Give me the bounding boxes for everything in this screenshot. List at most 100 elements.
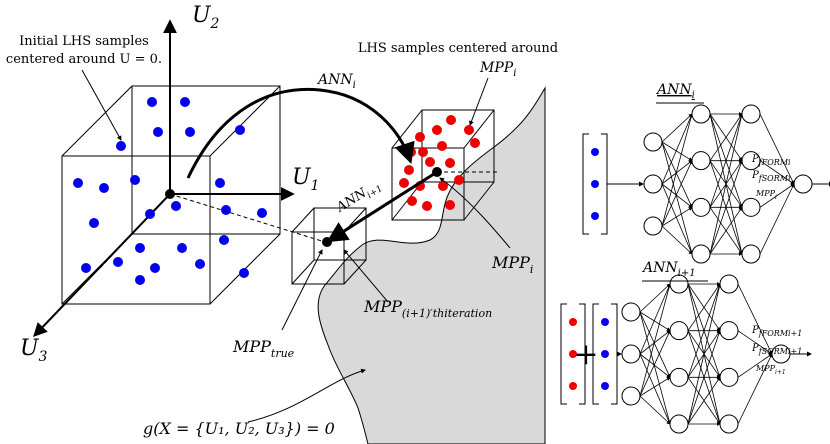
blue-sample-point — [89, 218, 99, 228]
blue-sample-point — [99, 183, 109, 193]
blue-sample-point — [177, 243, 187, 253]
network-node — [691, 197, 711, 217]
blue-sample-point — [116, 141, 126, 151]
network-edge — [639, 283, 671, 355]
network-edge — [639, 376, 671, 397]
blue-sample-point — [257, 208, 267, 218]
network-node — [621, 386, 641, 406]
network-edge — [687, 376, 721, 425]
network-edge — [687, 283, 721, 331]
network-node — [719, 367, 739, 387]
red-sample-point — [422, 201, 432, 211]
network-edge — [639, 311, 671, 379]
network-edge — [639, 283, 672, 397]
initial-lhs-label-1: Initial LHS samples — [19, 34, 149, 49]
network-edge — [661, 141, 694, 255]
blue-sample-point — [150, 263, 160, 273]
ann-i1-network — [560, 274, 812, 434]
network-edge — [661, 183, 693, 255]
network-node — [643, 174, 663, 194]
network-node — [691, 151, 711, 171]
vector-sample-dot — [601, 318, 609, 326]
blue-sample-point — [171, 201, 181, 211]
limit-state-label: g(X = {U₁, U₂, U₃}) = 0 — [143, 419, 335, 438]
origin-point — [165, 189, 175, 199]
red-sample-point — [446, 115, 456, 125]
vector-bracket-left — [560, 303, 567, 405]
u1-label: U1 — [292, 165, 319, 194]
vector-sample-dot — [569, 318, 577, 326]
blue-sample-point — [81, 263, 91, 273]
network-node — [669, 414, 689, 434]
network-node — [741, 151, 761, 171]
failure-region — [317, 86, 546, 444]
vector-bracket-right — [579, 303, 586, 405]
ann-i-title: ANNi — [655, 82, 695, 101]
blue-sample-point — [145, 209, 155, 219]
network-edge — [759, 183, 795, 255]
blue-sample-point — [219, 235, 229, 245]
lhs-mpp-label-2: MPPi — [479, 60, 516, 79]
blue-sample-point — [195, 259, 205, 269]
net1-out-mpp: MPPi — [755, 189, 777, 201]
vector-sample-dot — [569, 350, 577, 358]
red-sample-point — [418, 147, 428, 157]
tiny-cube-mpp-true — [291, 207, 367, 285]
network-node — [669, 321, 689, 341]
network-edge — [661, 225, 693, 255]
network-edge — [661, 206, 693, 227]
network-node — [621, 302, 641, 322]
ann-i-path-label: ANNi — [316, 72, 356, 91]
network-node — [691, 104, 711, 124]
mpp-true-label: MPPtrue — [232, 337, 295, 360]
lhs-mpp-label-1: LHS samples centered around — [358, 41, 558, 56]
network-edge — [709, 113, 744, 255]
vector-bracket-left — [582, 133, 589, 235]
ann-i1-arrow — [326, 170, 438, 243]
network-node — [741, 197, 761, 217]
network-edge — [709, 159, 743, 255]
network-edge — [661, 113, 693, 185]
network-edge — [639, 283, 671, 313]
blue-sample-point — [235, 125, 245, 135]
u3-label: U3 — [20, 336, 48, 365]
network-node — [719, 414, 739, 434]
network-edge — [737, 353, 773, 378]
mpp-lhs-samples — [399, 115, 480, 211]
vector-sample-dot — [601, 350, 609, 358]
network-edge — [661, 141, 693, 209]
ann-i-network — [582, 104, 830, 264]
blue-sample-point — [135, 243, 145, 253]
network-edge — [687, 329, 721, 425]
network-node — [719, 274, 739, 294]
vector-sample-dot — [591, 180, 599, 188]
network-edge — [709, 113, 743, 161]
red-sample-point — [425, 157, 435, 167]
blue-sample-point — [73, 178, 83, 188]
blue-sample-point — [221, 205, 231, 215]
vector-sample-dot — [591, 148, 599, 156]
red-sample-point — [437, 141, 447, 151]
network-edge — [639, 395, 671, 425]
network-edge — [709, 113, 743, 208]
blue-sample-point — [153, 127, 163, 137]
network-edge — [661, 183, 693, 208]
vector-sample-dot — [569, 382, 577, 390]
mpp-i-label: MPPi — [491, 253, 533, 276]
blue-sample-point — [113, 257, 123, 267]
network-edge — [709, 206, 743, 255]
red-sample-point — [445, 200, 455, 210]
network-edge — [687, 283, 721, 378]
network-edge — [687, 283, 722, 425]
network-edge — [759, 113, 795, 185]
red-sample-point — [438, 181, 448, 191]
network-node — [669, 367, 689, 387]
u2-label: U2 — [192, 3, 220, 32]
axes — [33, 19, 295, 338]
red-sample-point — [415, 132, 425, 142]
mpp-iter-point — [322, 237, 332, 247]
net2-out-sorm: PfSORMi+1 — [751, 343, 802, 356]
vector-bracket-left — [592, 303, 599, 405]
vector-bracket-right — [601, 133, 608, 235]
